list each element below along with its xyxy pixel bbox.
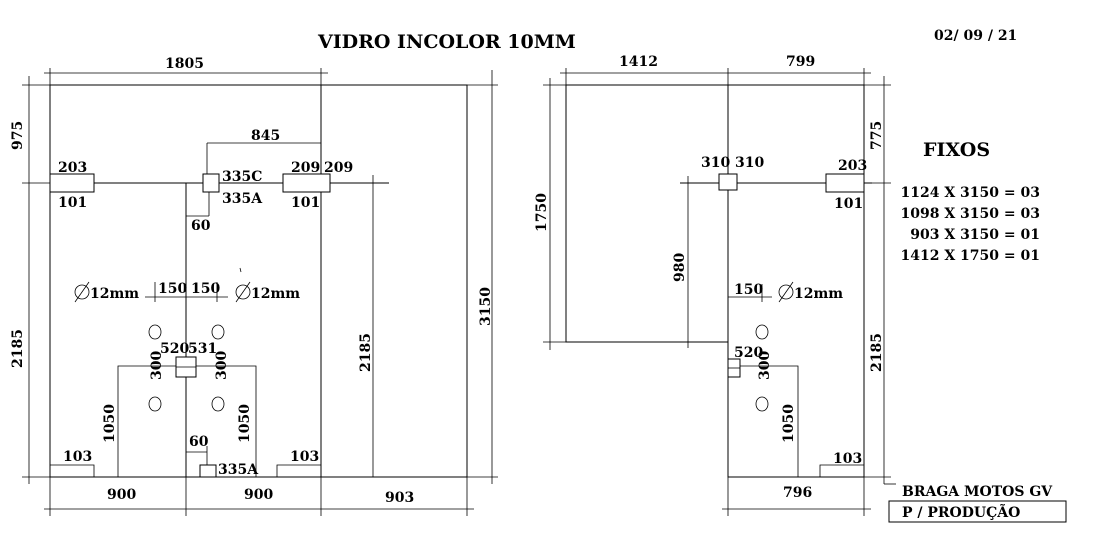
fixos-item: 1124 X 3150 = 03: [900, 185, 1040, 201]
corner-right: [276, 464, 321, 477]
spacing-150-left: 150: [158, 281, 187, 297]
production-stamp: P / PRODUÇÃO: [902, 502, 1020, 521]
gap-60-top: 60: [191, 218, 211, 234]
dim-900-left: 900: [107, 487, 136, 503]
hole-label-2: 12mm: [794, 286, 843, 302]
hole-circle: [211, 324, 225, 340]
hole-left-label: 12mm: [90, 286, 139, 302]
panel-2: 1412 799 1750 775 2185 980 310 310 203 1…: [534, 54, 891, 516]
spacing-150-2: 150: [734, 282, 763, 298]
hinge-left-203: 203: [58, 160, 87, 176]
diameter-icon: [778, 281, 794, 303]
dim-1412: 1412: [619, 54, 658, 70]
dim-796: 796: [783, 485, 812, 501]
dim-975: 975: [10, 121, 26, 150]
v1050-2: 1050: [781, 404, 797, 443]
panel-2-door: [727, 84, 865, 478]
hinge-center-335c: 335C: [222, 169, 262, 185]
hinge-right-2-203: 203: [838, 158, 867, 174]
dim-980: 980: [672, 253, 688, 282]
hole-circle: [148, 396, 162, 412]
hinge-right-209b: 209: [324, 160, 353, 176]
corner-left-103: 103: [63, 449, 92, 465]
v300-right: 300: [214, 351, 230, 380]
diameter-right-icon: [235, 281, 251, 303]
drawing-title: VIDRO INCOLOR 10MM: [317, 31, 576, 53]
panel-1-frame: [49, 84, 468, 478]
dim-2185-left: 2185: [10, 329, 26, 368]
bracket-right: [196, 365, 257, 477]
hole-right-label: 12mm: [251, 286, 300, 302]
panel-2-fixed-glass: [565, 84, 729, 343]
dim-845: 845: [251, 128, 280, 144]
hinge-center-335a: 335A: [222, 191, 263, 207]
hole-circle: [211, 396, 225, 412]
drawing-date: 02/ 09 / 21: [934, 28, 1017, 44]
panel-1: 1805 975 2185 3150 2185 845 203 101 335C…: [10, 56, 498, 516]
hinge-right-209a: 209: [291, 160, 320, 176]
dim-775: 775: [869, 121, 885, 150]
v1050-left: 1050: [102, 404, 118, 443]
bracket-2: [740, 365, 799, 477]
hinge-right: [282, 173, 331, 193]
fixos-list: FIXOS 1124 X 3150 = 03 1098 X 3150 = 03 …: [900, 139, 1040, 264]
hinge-right-2: [825, 173, 865, 193]
dim-2185-inner: 2185: [358, 333, 374, 372]
handle-520: 520: [160, 341, 189, 357]
bottom-60: 60: [189, 434, 209, 450]
v1050-right: 1050: [237, 404, 253, 443]
hinge-310: [718, 173, 738, 191]
dim-1805: 1805: [165, 56, 204, 72]
dim-2185-right: 2185: [869, 333, 885, 372]
spacing-150-right: 150: [191, 281, 220, 297]
dim-3150: 3150: [478, 287, 494, 326]
dim-900-center: 900: [244, 487, 273, 503]
client-name: BRAGA MOTOS GV: [902, 484, 1053, 500]
fixos-item: 1412 X 1750 = 01: [900, 248, 1040, 264]
handle-531: 531: [188, 341, 217, 357]
production-stamp-box: [888, 500, 1067, 523]
hinge-right-2-101: 101: [834, 196, 863, 212]
hinge-left: [49, 173, 95, 193]
corner-right-103: 103: [290, 449, 319, 465]
dim-903: 903: [385, 490, 414, 506]
corner-2-103: 103: [833, 451, 862, 467]
corner-2: [819, 464, 864, 477]
bottom-hinge: [199, 464, 217, 478]
hinge-310-a: 310: [701, 155, 730, 171]
hinge-right-101: 101: [291, 195, 320, 211]
fixos-item: 903 X 3150 = 01: [910, 227, 1040, 243]
hole-circle: [755, 324, 769, 340]
fixos-heading: FIXOS: [923, 139, 990, 161]
bottom-335a: 335A: [218, 462, 259, 478]
fixos-item: 1098 X 3150 = 03: [900, 206, 1040, 222]
bracket-left: [117, 365, 176, 477]
handle-520-2: 520: [734, 345, 763, 361]
dim-799: 799: [786, 54, 815, 70]
hinge-left-101: 101: [58, 195, 87, 211]
corner-left: [50, 464, 95, 477]
v300-left: 300: [149, 351, 165, 380]
v300-2: 300: [757, 351, 773, 380]
diameter-left-icon: [74, 281, 90, 303]
hinge-310-b: 310: [735, 155, 764, 171]
dim-1750: 1750: [534, 193, 550, 232]
hole-circle: [755, 396, 769, 412]
hole-circle: [148, 324, 162, 340]
hinge-center: [202, 173, 220, 193]
